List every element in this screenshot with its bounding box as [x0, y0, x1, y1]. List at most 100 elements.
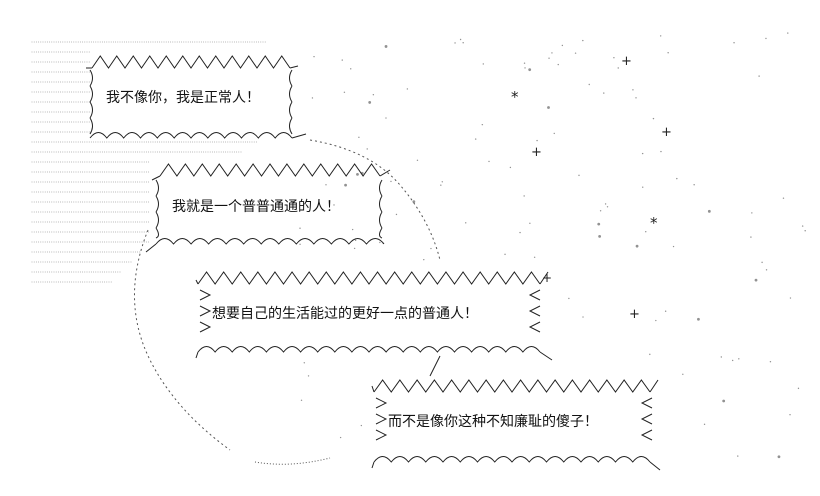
dot [104, 191, 106, 193]
dot [77, 191, 79, 193]
dot [154, 151, 156, 153]
dot [462, 42, 464, 44]
dot [603, 92, 605, 94]
dot [152, 141, 154, 143]
dot [51, 101, 53, 103]
dot [33, 91, 35, 93]
dot-field [31, 32, 806, 459]
dot [77, 161, 79, 163]
dot [123, 241, 125, 243]
dot [71, 271, 73, 273]
dot [333, 204, 335, 206]
dot [126, 141, 128, 143]
dot [108, 281, 110, 283]
dot [84, 211, 86, 213]
dot [137, 191, 139, 193]
dot [106, 211, 108, 213]
dot [55, 211, 57, 213]
dot [95, 181, 97, 183]
dot [95, 241, 97, 243]
dot [53, 41, 55, 43]
dot [108, 161, 110, 163]
dot [126, 181, 128, 183]
dot [200, 41, 202, 43]
dot [738, 358, 740, 360]
dot [207, 141, 209, 143]
dot [46, 141, 48, 143]
dot [66, 221, 68, 223]
dot [132, 171, 134, 173]
dot [130, 41, 132, 43]
dot [53, 271, 55, 273]
dot [108, 241, 110, 243]
dot [104, 201, 106, 203]
dot [68, 111, 70, 113]
dot [104, 151, 106, 153]
dot [134, 201, 136, 203]
dot [66, 231, 68, 233]
dot [117, 141, 119, 143]
dot [79, 221, 81, 223]
dot [121, 251, 123, 253]
dot [130, 241, 132, 243]
dot [236, 141, 238, 143]
bubble-4-text: 而不是像你这种不知廉耻的傻子！ [388, 414, 598, 430]
dot [777, 455, 781, 459]
dot [49, 281, 51, 283]
dot [161, 141, 163, 143]
dot [88, 111, 90, 113]
dot [68, 191, 70, 193]
dot [82, 221, 84, 223]
dot [97, 41, 99, 43]
dot [62, 261, 64, 263]
dot [141, 171, 143, 173]
dot [77, 51, 79, 53]
dot [35, 121, 37, 123]
dot [73, 51, 75, 53]
dot [106, 171, 108, 173]
dot [617, 67, 619, 69]
dot [66, 251, 68, 253]
dot [88, 201, 90, 203]
dot [117, 161, 119, 163]
dot [88, 131, 90, 133]
dot [159, 151, 161, 153]
dot [49, 241, 51, 243]
dot [765, 269, 768, 271]
dot [35, 41, 37, 43]
dot [156, 41, 158, 43]
dot [143, 221, 145, 223]
dot [33, 61, 35, 63]
dot [222, 41, 224, 43]
dot [97, 161, 99, 163]
dot [42, 231, 44, 233]
dot [99, 201, 101, 203]
dot [123, 251, 125, 253]
dot [77, 241, 79, 243]
dot [33, 131, 35, 133]
dot [38, 161, 40, 163]
dot [73, 251, 75, 253]
dot [130, 231, 132, 233]
dot [49, 41, 51, 43]
dot [42, 61, 44, 63]
dot [73, 191, 75, 193]
dot [117, 261, 119, 263]
dot [672, 245, 675, 248]
dot [46, 131, 48, 133]
dot [88, 221, 90, 223]
dot [139, 171, 141, 173]
dot [75, 241, 77, 243]
dot [62, 151, 64, 153]
dot [117, 151, 119, 153]
dot [73, 121, 75, 123]
dot [60, 201, 62, 203]
dot [108, 201, 110, 203]
dot [53, 261, 55, 263]
dot [262, 41, 264, 43]
dot [33, 141, 35, 143]
dot [57, 251, 59, 253]
dot [49, 121, 51, 123]
dot [132, 241, 134, 243]
dot [185, 41, 187, 43]
